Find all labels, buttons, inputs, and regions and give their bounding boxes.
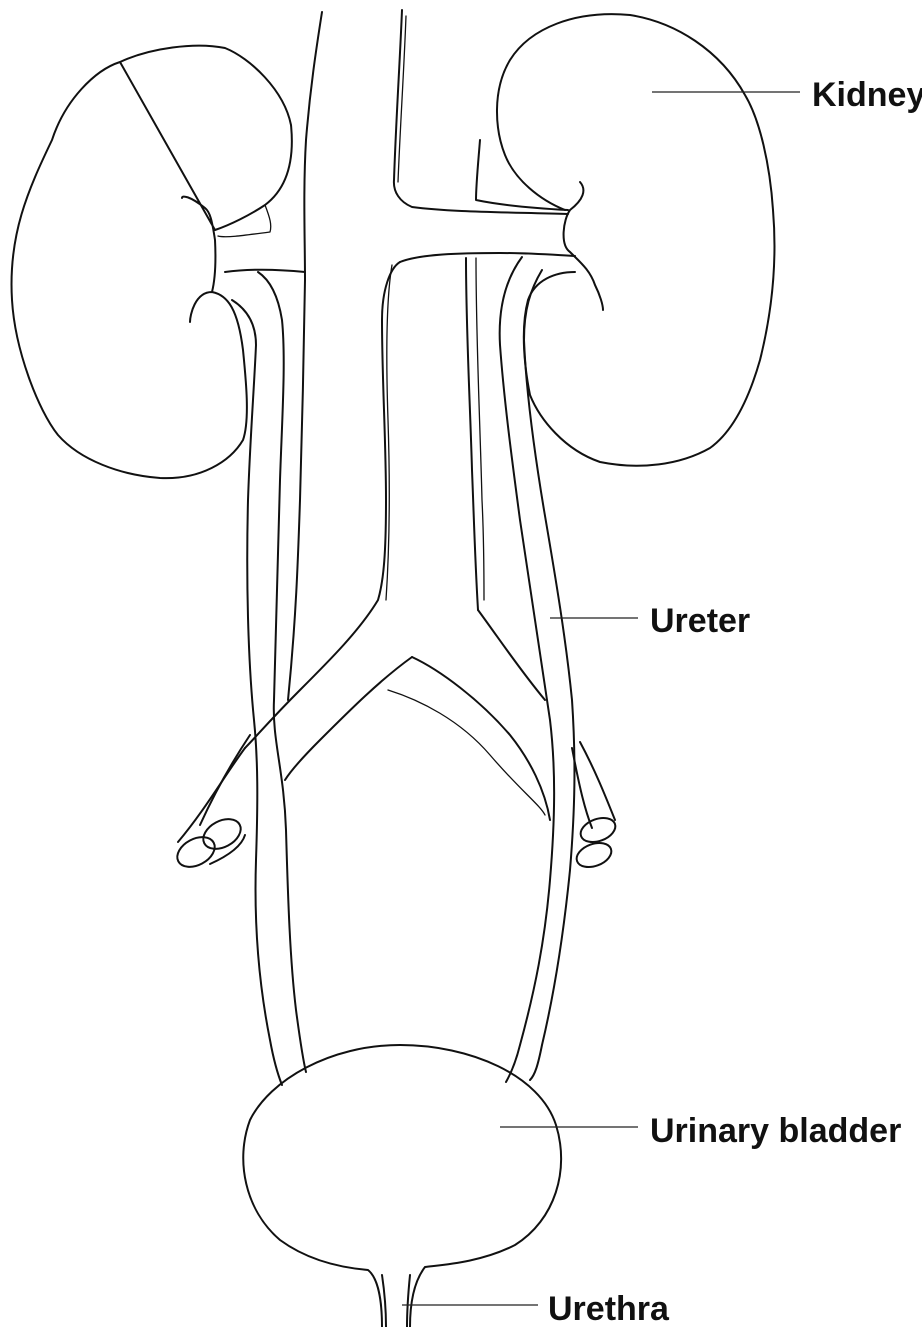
urinary-bladder [243,1045,561,1327]
aorta-upper [218,10,568,700]
left-ureter [232,272,306,1085]
right-ureter [500,257,575,1082]
left-kidney [11,46,291,478]
urethra [382,1275,410,1327]
ureter-label: Ureter [650,602,750,640]
right-iliac-vessels [572,742,619,871]
central-vessels [245,258,550,820]
urinary-bladder-label: Urinary bladder [650,1112,901,1150]
urethra-label: Urethra [548,1290,670,1327]
right-kidney [497,14,775,466]
left-iliac-vessels [172,735,250,873]
kidney-label: Kidney [812,76,922,114]
